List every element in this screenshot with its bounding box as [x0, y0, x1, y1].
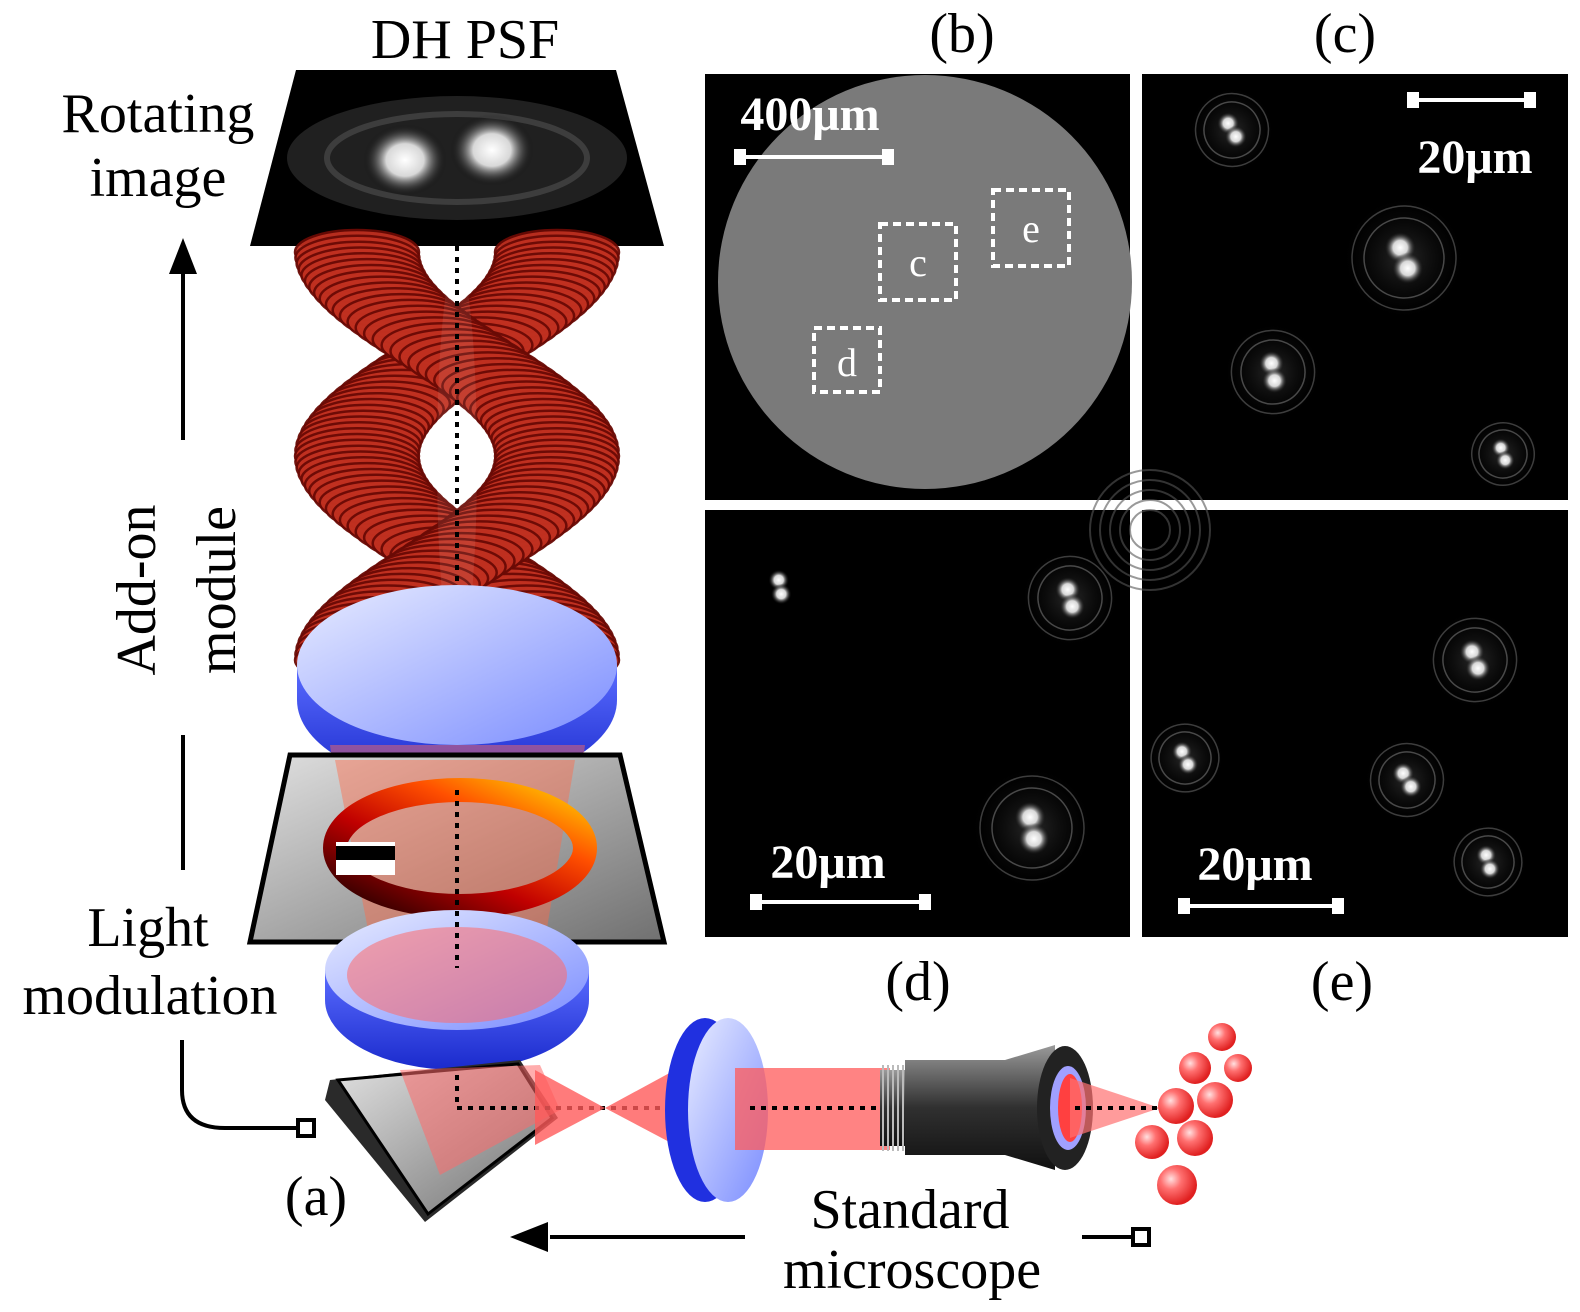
- light-modulation-label-1: Light: [87, 897, 209, 959]
- psf-spot: [1221, 320, 1325, 424]
- panel-b-scale-label: 400μm: [740, 88, 879, 141]
- roi-box-e: [991, 188, 1071, 268]
- addon-label-2: module: [186, 506, 248, 674]
- relay-lens: [665, 1018, 768, 1202]
- panel-c-scale-label: 20μm: [1417, 131, 1532, 184]
- artifact-ring: [1129, 509, 1171, 551]
- roi-label-c: c: [909, 240, 927, 285]
- roi-label-d: d: [837, 340, 857, 385]
- lower-lens: [325, 910, 589, 1070]
- roi-box-c: [878, 222, 958, 302]
- artifact-ring: [1109, 489, 1191, 571]
- standard-microscope-label-2: microscope: [783, 1239, 1041, 1301]
- psf-ring: [324, 111, 590, 205]
- relay-beam-right: [605, 1070, 675, 1145]
- psf-spot: [968, 764, 1096, 892]
- psf-spot: [1423, 608, 1527, 712]
- artifact-ring: [1089, 469, 1211, 591]
- psf-lobe-right: [450, 114, 534, 186]
- panel-a-label: (a): [285, 1166, 347, 1228]
- psf-spot: [1187, 85, 1277, 175]
- standard-microscope-label-1: Standard: [810, 1179, 1009, 1241]
- psf-spot: [1340, 194, 1468, 322]
- sample-disk: [718, 75, 1132, 489]
- psf-spot: [1362, 735, 1452, 825]
- objective-lens: [880, 1045, 1093, 1170]
- psf-spot: [1446, 820, 1530, 904]
- psf-spot: [1464, 415, 1542, 493]
- relay-beam-left: [535, 1070, 605, 1145]
- objective-thread: [882, 1065, 884, 1151]
- artifact-ring: [1119, 499, 1181, 561]
- sample-beads: [1135, 1023, 1252, 1205]
- psf-spot: [768, 569, 792, 605]
- addon-label-1: Add-on: [106, 504, 168, 675]
- objective-thread: [887, 1065, 889, 1151]
- addon-arrow-head: [169, 238, 197, 274]
- psf-spot: [1143, 716, 1227, 800]
- panel-b: (b) 400μm c d e: [705, 3, 1132, 500]
- modulation-connector-end: [296, 1118, 316, 1138]
- roi-label-e: e: [1022, 206, 1040, 251]
- microscope-arrow-head: [510, 1222, 548, 1252]
- panel-b-label: (b): [929, 3, 994, 65]
- rotating-image-label-1: Rotating: [62, 83, 255, 145]
- focus-beam: [1070, 1078, 1160, 1138]
- objective-thread: [902, 1065, 904, 1151]
- panel-d: 20μm (d): [705, 510, 1130, 1013]
- panel-e-scale-label: 20μm: [1197, 838, 1312, 891]
- rotating-image-label-2: image: [90, 147, 227, 209]
- dh-psf-title: DH PSF: [371, 9, 559, 71]
- modulation-connector: [180, 1040, 298, 1130]
- objective-thread: [892, 1065, 894, 1151]
- panel-e-label: (e): [1311, 951, 1373, 1013]
- panel-e: 20μm (e): [1089, 469, 1568, 1013]
- phase-ring: [323, 778, 597, 918]
- light-modulation-label-2: modulation: [22, 965, 277, 1027]
- objective-thread: [897, 1065, 899, 1151]
- fold-mirror: [325, 1060, 560, 1222]
- panel-d-label: (d): [885, 951, 950, 1013]
- microscope-connector-end: [1131, 1227, 1151, 1247]
- panel-c-label: (c): [1314, 3, 1376, 65]
- panel-d-scale-label: 20μm: [770, 836, 885, 889]
- psf-spot: [1018, 546, 1122, 650]
- roi-box-d: [812, 326, 882, 394]
- collimated-beam: [735, 1068, 890, 1150]
- schematic-panel: DH PSF Rotating image Add-on module: [22, 9, 1252, 1301]
- artifact-ring: [1099, 479, 1201, 581]
- panel-c: (c) 20μm: [1142, 3, 1568, 500]
- psf-lobe-left: [363, 124, 447, 196]
